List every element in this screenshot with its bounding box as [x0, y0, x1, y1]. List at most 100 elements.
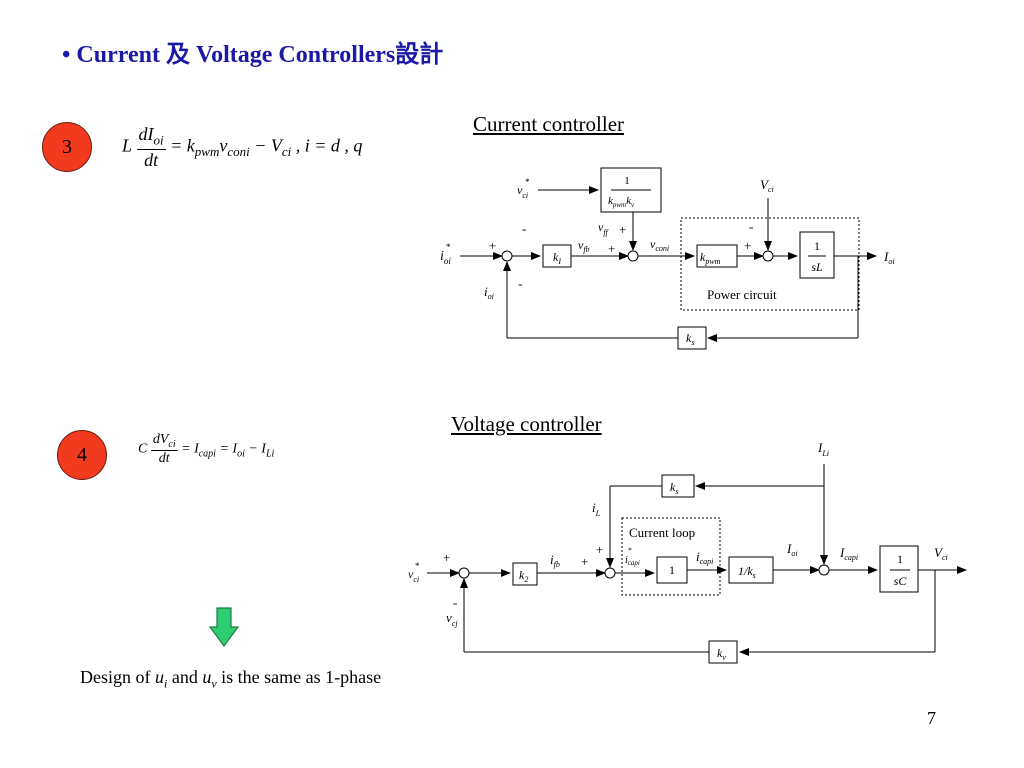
badge-label: 3 [62, 135, 72, 158]
il-label: iL [592, 500, 601, 518]
plant-sl-block [799, 231, 835, 279]
plus-sign: + [744, 238, 751, 253]
plant-numerator: 1 [814, 239, 820, 253]
star-mark: * [628, 546, 632, 555]
eq-rhs3: − I [244, 441, 266, 457]
note-u1-sub: i [164, 676, 168, 691]
ff-numerator: 1 [624, 175, 630, 187]
inv-ks-block [728, 556, 774, 584]
note-u2: u [202, 667, 212, 687]
sum-junction-v1 [458, 567, 470, 579]
eq-rhs2: = I [215, 441, 238, 457]
note-middle: and [167, 667, 203, 687]
sum-junction-v3 [818, 564, 830, 576]
current-equation: L dIoi dt = kpwmvconi − Vci , i = d , q [122, 124, 362, 171]
icapi-star-label: icapi [625, 555, 640, 567]
minus-sign: - [522, 221, 526, 236]
note-prefix: Design of [80, 667, 155, 687]
inv-ks-label: 1/ks [738, 564, 756, 580]
eq-num: dI [138, 124, 154, 144]
eq-rhs3-sub: Li [265, 448, 275, 460]
note-u2-sub: v [211, 676, 217, 691]
sum-junction-v2 [604, 567, 616, 579]
eq-num: dV [152, 432, 169, 447]
current-controller-diagram [460, 167, 877, 350]
ks-label: ks [686, 331, 694, 347]
eq-rhs: = k [170, 135, 195, 156]
eq-rhs1: = I [181, 441, 199, 457]
badge-label: 4 [77, 443, 87, 466]
plus-sign: + [596, 542, 603, 557]
eq-fraction: dVci dt [150, 432, 178, 467]
vci-output-label: Vci [934, 545, 948, 562]
vcj-label: vcj [446, 610, 458, 628]
step-badge-3: 3 [42, 122, 92, 172]
minus-sign: - [453, 595, 457, 610]
voltage-controller-diagram [427, 464, 967, 664]
eq-num-sub: oi [153, 132, 164, 148]
power-circuit-box [680, 217, 860, 311]
eq-rhs1-sub: capi [198, 448, 216, 460]
plus-sign: + [581, 554, 588, 569]
kv-label: kv [717, 646, 726, 662]
plus-sign: + [608, 241, 615, 256]
star-mark: * [525, 177, 530, 187]
current-controller-labels: vci * 1 kpwmkv vff + - + ioi * kI vfb + … [440, 175, 895, 347]
plus-sign: + [489, 238, 496, 253]
sum-junction-2 [627, 250, 639, 262]
eq-coef: L [122, 135, 133, 156]
icapi-label: icapi [696, 549, 713, 566]
ili-label: ILi [817, 440, 829, 458]
eq-coef: C [138, 441, 148, 457]
eq-den: dt [158, 450, 170, 466]
sum-junction-3 [762, 250, 774, 262]
vfb-label: vfb [578, 238, 590, 254]
vff-label: vff [598, 220, 610, 237]
ioi-label-v: Ioi [786, 541, 798, 558]
icapi-big-label: Icapi [839, 545, 858, 562]
eq-rhs-sub2: coni [227, 144, 250, 160]
ioi-star-label: ioi [440, 249, 451, 266]
unity-block [656, 556, 688, 584]
down-arrow-icon [209, 607, 239, 647]
eq-rhs2-sub: oi [237, 448, 245, 460]
current-loop-label: Current loop [629, 525, 695, 540]
ifb-label: ifb [550, 552, 560, 569]
kpwm-label: kpwm [700, 250, 721, 266]
ioi-output-label: Ioi [883, 249, 895, 266]
star-mark: * [415, 561, 420, 571]
vconi-label: vconi [650, 237, 669, 253]
plant-denominator: sL [811, 260, 823, 274]
eq-rhs-minus: − V [249, 135, 282, 156]
plus-sign: + [619, 222, 626, 237]
current-loop-box [621, 517, 721, 596]
page-number: 7 [927, 708, 936, 728]
vci-star-label-v: vci [408, 567, 419, 584]
ki-label: kI [553, 250, 561, 266]
step-badge-4: 4 [57, 430, 107, 480]
voltage-controller-labels: ILi ks iL Current loop + icapi * ifb + +… [408, 440, 948, 662]
k2-block [512, 562, 538, 586]
minus-sign: - [518, 276, 522, 291]
minus-sign: - [749, 219, 753, 234]
ff-denominator: kpwmkv [608, 195, 635, 209]
power-circuit-label: Power circuit [707, 287, 777, 302]
plant-sc-numerator: 1 [897, 552, 903, 566]
ks-label-v: ks [670, 480, 678, 496]
plant-sc-block [879, 545, 919, 593]
current-controller-title: Current controller [473, 112, 625, 136]
eq-num-sub: ci [168, 438, 176, 450]
slide-title: • Current 及 Voltage Controllers設計 [62, 42, 444, 68]
voltage-equation: C dVci dt = Icapi = Ioi − ILi [138, 432, 274, 467]
k2-label: k2 [519, 568, 528, 584]
eq-den: dt [144, 149, 159, 170]
eq-rhs-tail: , i = d , q [291, 135, 363, 156]
eq-rhs-sub3: ci [281, 144, 292, 160]
sum-junction-1 [501, 250, 513, 262]
eq-fraction: dIoi dt [136, 124, 166, 171]
note-suffix: is the same as 1-phase [216, 667, 382, 687]
design-note: Design of ui and uv is the same as 1-pha… [80, 667, 381, 692]
plant-sc-denominator: sC [894, 574, 908, 588]
star-mark: * [446, 242, 451, 252]
